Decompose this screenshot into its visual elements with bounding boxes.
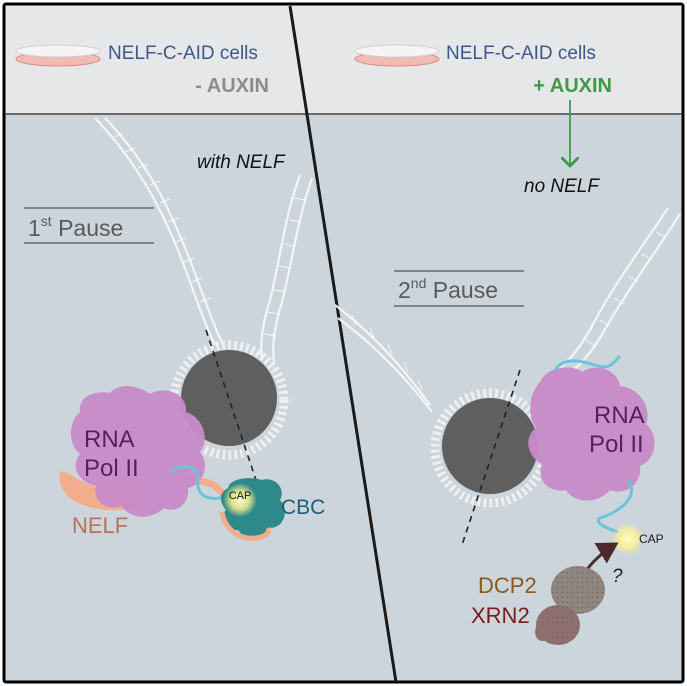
dna-rungs [111,133,307,337]
pol-ii-label-line1: RNA [84,426,135,453]
petri-dish-icon [354,44,440,67]
pol-ii-complex [70,386,205,517]
decapping-arrow [586,542,619,569]
xrn2-label: XRN2 [471,603,530,628]
nascent-rna [169,465,231,500]
cbc-label: CBC [281,496,325,519]
auxin-treatment: - AUXIN [195,75,269,97]
dyad-axis [205,329,263,499]
nelf-status: no NELF [524,176,600,197]
auxin-treatment: + AUXIN [533,75,612,97]
header-band [5,5,682,115]
cap-label: CAP [639,532,664,546]
pause-label: 2nd Pause [398,275,498,303]
petri-dish-icon [15,44,101,67]
right-panel: NELF-C-AID cells + AUXIN no NELF 2nd Pau… [334,43,681,645]
dcp2-label: DCP2 [478,573,537,598]
pol-ii-complex [528,367,655,501]
dyad-axis [461,369,521,546]
nascent-rna [553,354,622,371]
pol-ii-label-line1: RNA [594,402,645,429]
nascent-rna [596,479,634,534]
cbc-complex [219,478,285,541]
panel-divider [288,5,398,683]
nelf-status: with NELF [197,152,286,173]
cell-label: NELF-C-AID cells [108,43,258,64]
pause-label: 1st Pause [28,213,123,241]
cell-label: NELF-C-AID cells [446,43,596,64]
dna-rungs [351,231,667,391]
cap-glow [612,523,644,555]
left-panel: NELF-C-AID cells - AUXIN [15,43,325,541]
pol-ii-label-line2: Pol II [84,455,139,482]
nelf-label: NELF [72,513,128,538]
pol-ii-label-line2: Pol II [589,431,644,458]
question-mark: ? [612,566,623,587]
cap-label: CAP [229,490,252,502]
dcp2-xrn2-complex [535,566,605,645]
